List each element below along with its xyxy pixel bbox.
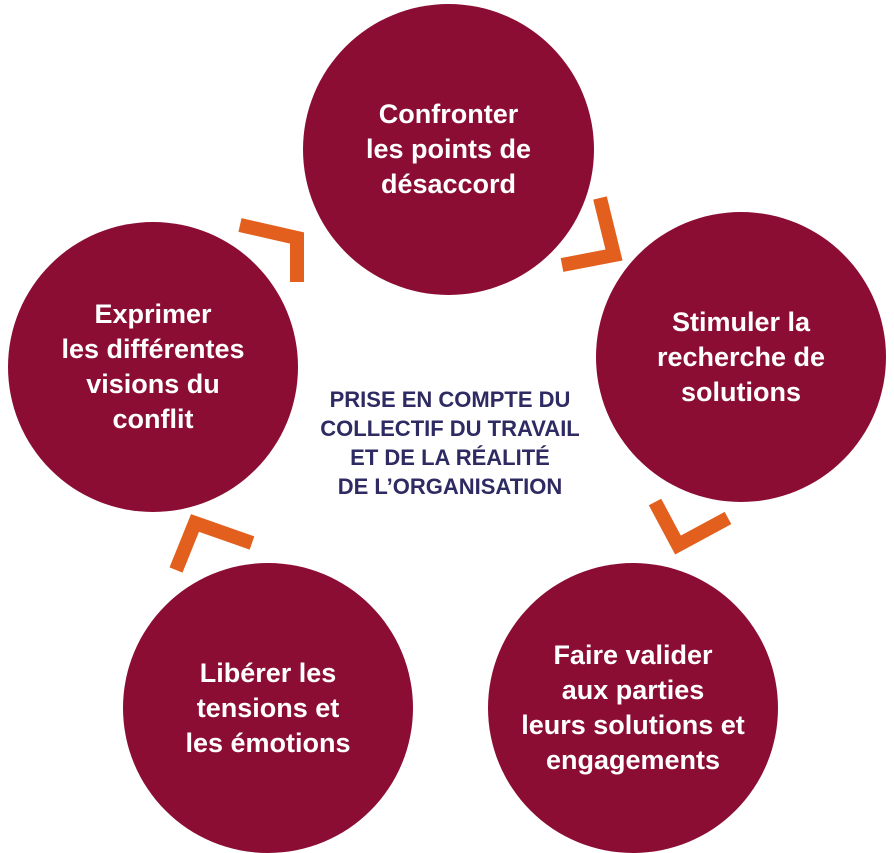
chevron-arrow-icon xyxy=(648,498,732,555)
step-label: Confronter les points de désaccord xyxy=(365,99,532,199)
chevron-arrow-icon xyxy=(238,218,304,282)
chevron-arrow-icon xyxy=(560,196,623,272)
step-label: Libérer les tensions et les émotions xyxy=(185,657,351,758)
step-label: Faire valider aux parties leurs solution… xyxy=(521,640,745,775)
step-label: Exprimer les différentes visions du conf… xyxy=(61,299,245,434)
chevron-arrow-icon xyxy=(169,514,255,573)
step-circle-faire-valider: Faire valider aux parties leurs solution… xyxy=(488,563,778,853)
step-label: Stimuler la recherche de solutions xyxy=(656,306,826,407)
step-circle-confronter: Confronter les points de désaccord xyxy=(303,4,594,295)
center-label: PRISE EN COMPTE DU COLLECTIF DU TRAVAIL … xyxy=(320,387,580,499)
step-circle-stimuler: Stimuler la recherche de solutions xyxy=(596,212,886,502)
step-circle-exprimer: Exprimer les différentes visions du conf… xyxy=(8,222,298,512)
step-circle-liberer: Libérer les tensions et les émotions xyxy=(123,563,413,853)
